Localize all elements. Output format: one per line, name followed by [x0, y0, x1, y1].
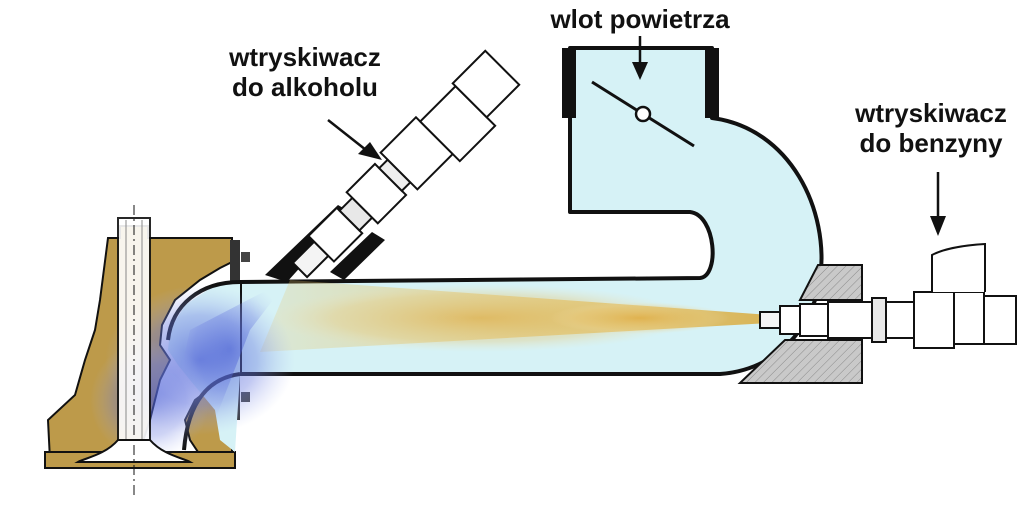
- alcohol-injector-label-line2: do alkoholu: [232, 72, 378, 102]
- petrol-spray: [260, 280, 770, 352]
- alcohol-injector-label: wtryskiwacz do alkoholu: [205, 42, 405, 102]
- injector-icon: [759, 242, 1017, 349]
- injector-icon: [291, 49, 521, 279]
- intake-valve-icon: [74, 205, 194, 495]
- petrol-injector-label-line1: wtryskiwacz: [855, 98, 1007, 128]
- alcohol-injector-label-line1: wtryskiwacz: [229, 42, 381, 72]
- throttle-valve-icon: [591, 80, 695, 148]
- arrow-down-icon: [930, 172, 946, 236]
- arrow-down-icon: [632, 36, 648, 80]
- arrow-diagonal-icon: [327, 119, 382, 160]
- air-inlet-label: wlot powietrza: [550, 4, 730, 34]
- petrol-injector-label-line2: do benzyny: [859, 128, 1003, 158]
- petrol-injector-label: wtryskiwacz do benzyny: [838, 98, 1024, 158]
- petrol-injector-boss: [737, 264, 863, 384]
